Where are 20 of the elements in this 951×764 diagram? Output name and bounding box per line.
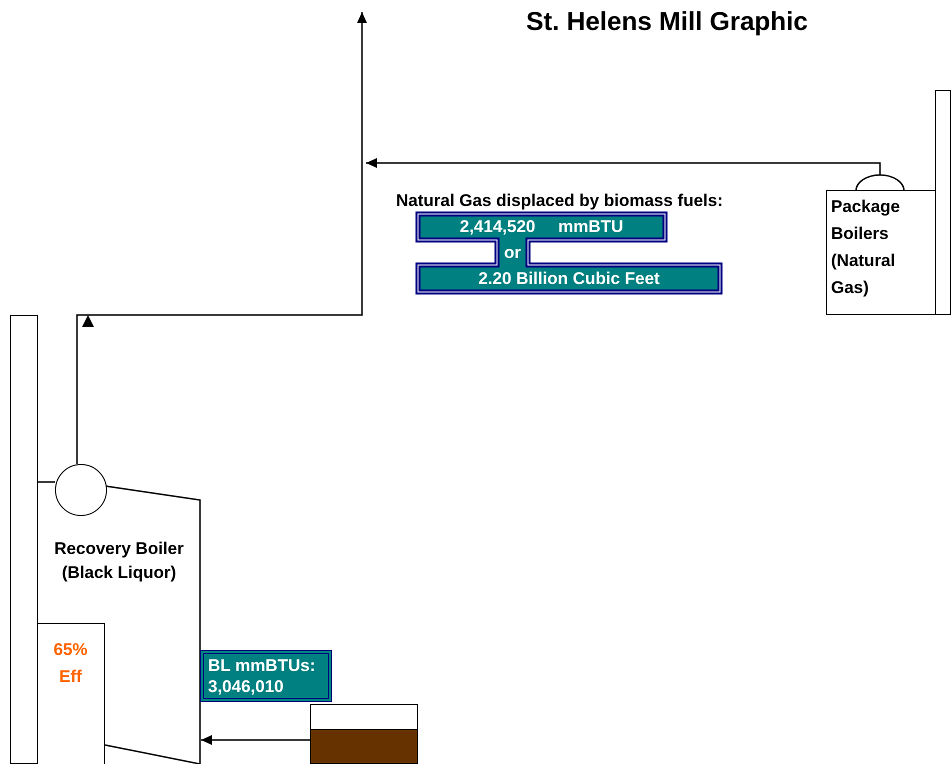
package-boilers — [826, 190, 936, 315]
flow-arrow — [366, 158, 881, 175]
callout-value: 2.20 Billion Cubic Feet — [477, 268, 661, 290]
building-outline — [935, 90, 951, 315]
building-outline — [10, 315, 38, 764]
liquor-tank — [310, 704, 418, 764]
flow-arrow — [201, 735, 310, 745]
efficiency-label: 65% Eff — [52, 639, 89, 688]
boiler-label: Recovery Boiler (Black Liquor) — [53, 538, 185, 584]
callout-value: or — [503, 242, 522, 264]
callout-heading: Natural Gas displaced by biomass fuels: — [396, 190, 723, 212]
boiler-dome — [855, 175, 905, 191]
value-label: BL mmBTUs: 3,046,010 — [208, 655, 316, 697]
callout-value: 2,414,520 mmBTU — [458, 216, 624, 238]
flow-arrow — [76, 12, 367, 464]
efficiency-box — [38, 623, 105, 764]
steam-drum — [55, 464, 107, 516]
diagram-title: St. Helens Mill Graphic — [525, 6, 809, 37]
boiler-label: Package Boilers (Natural Gas) — [831, 196, 901, 299]
value-panel — [200, 650, 332, 702]
